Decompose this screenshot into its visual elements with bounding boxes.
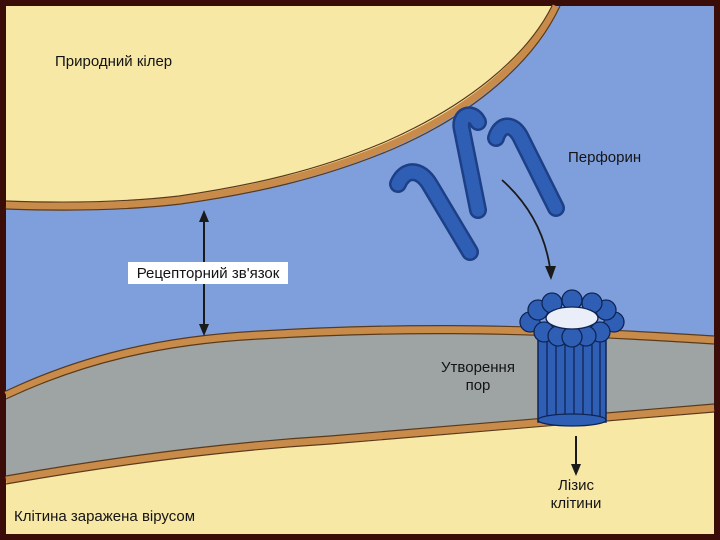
pore-formation-label-line2: пор xyxy=(466,377,491,394)
receptor-binding-label: Рецепторний зв'язок xyxy=(137,265,280,282)
perforin-label: Перфорин xyxy=(568,149,641,166)
natural-killer-label: Природний кілер xyxy=(55,53,172,70)
cell-lysis-label-line1: Лізис xyxy=(558,477,594,494)
pore-formation-label-line1: Утворення xyxy=(441,359,515,376)
cell-lysis-label-line2: клітини xyxy=(551,495,602,512)
infected-cell-label: Клітина заражена вірусом xyxy=(14,508,195,525)
